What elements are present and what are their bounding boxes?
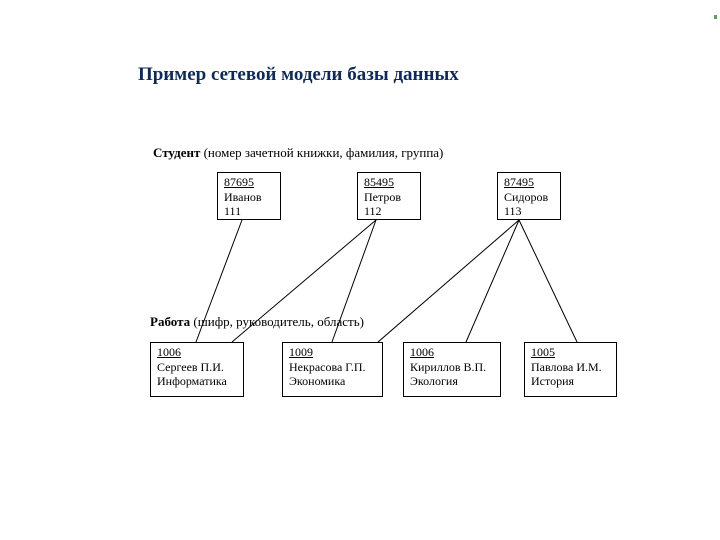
work-record: 1005 Павлова И.М. История xyxy=(524,342,617,397)
student-id: 87695 xyxy=(224,175,254,189)
student-group: 112 xyxy=(364,204,382,218)
work-area: Экономика xyxy=(289,374,346,388)
work-record: 1006 Сергеев П.И. Информатика xyxy=(150,342,244,397)
link-student3-work2 xyxy=(377,219,520,343)
student-id: 87495 xyxy=(504,175,534,189)
link-student2-work1 xyxy=(231,219,377,343)
work-record: 1009 Некрасова Г.П. Экономика xyxy=(282,342,383,397)
student-name: Петров xyxy=(364,189,402,204)
student-record: 87495 Сидоров 113 xyxy=(497,172,561,220)
student-entity-name: Студент xyxy=(153,145,201,160)
work-code: 1006 xyxy=(157,345,181,359)
student-attributes: (номер зачетной книжки, фамилия, группа) xyxy=(203,145,444,160)
student-group: 113 xyxy=(504,204,522,218)
work-area: Информатика xyxy=(157,374,227,388)
student-group: 111 xyxy=(224,204,242,218)
slide-title: Пример сетевой модели базы данных xyxy=(138,64,459,85)
work-supervisor: Некрасова Г.П. xyxy=(289,359,366,374)
work-supervisor: Павлова И.М. xyxy=(531,359,602,374)
student-name: Сидоров xyxy=(504,189,549,204)
corner-mark xyxy=(714,15,717,19)
work-supervisor: Сергеев П.И. xyxy=(157,359,224,374)
student-id: 85495 xyxy=(364,175,394,189)
work-entity-name: Работа xyxy=(150,314,191,329)
student-record: 87695 Иванов 111 xyxy=(217,172,281,220)
link-student3-work3 xyxy=(465,219,520,343)
work-schema: Работа (шифр, руководитель, область) xyxy=(150,314,364,330)
work-record: 1006 Кириллов В.П. Экология xyxy=(403,342,501,397)
work-area: Экология xyxy=(410,374,458,388)
student-record: 85495 Петров 112 xyxy=(357,172,421,220)
work-code: 1005 xyxy=(531,345,555,359)
student-schema: Студент (номер зачетной книжки, фамилия,… xyxy=(153,145,443,161)
work-attributes: (шифр, руководитель, область) xyxy=(193,314,364,329)
student-name: Иванов xyxy=(224,189,262,204)
link-student1-work1 xyxy=(195,219,243,343)
work-code: 1006 xyxy=(410,345,434,359)
work-area: История xyxy=(531,374,575,388)
link-student3-work4 xyxy=(518,219,578,343)
work-code: 1009 xyxy=(289,345,313,359)
work-supervisor: Кириллов В.П. xyxy=(410,359,487,374)
link-student2-work2 xyxy=(331,219,377,343)
